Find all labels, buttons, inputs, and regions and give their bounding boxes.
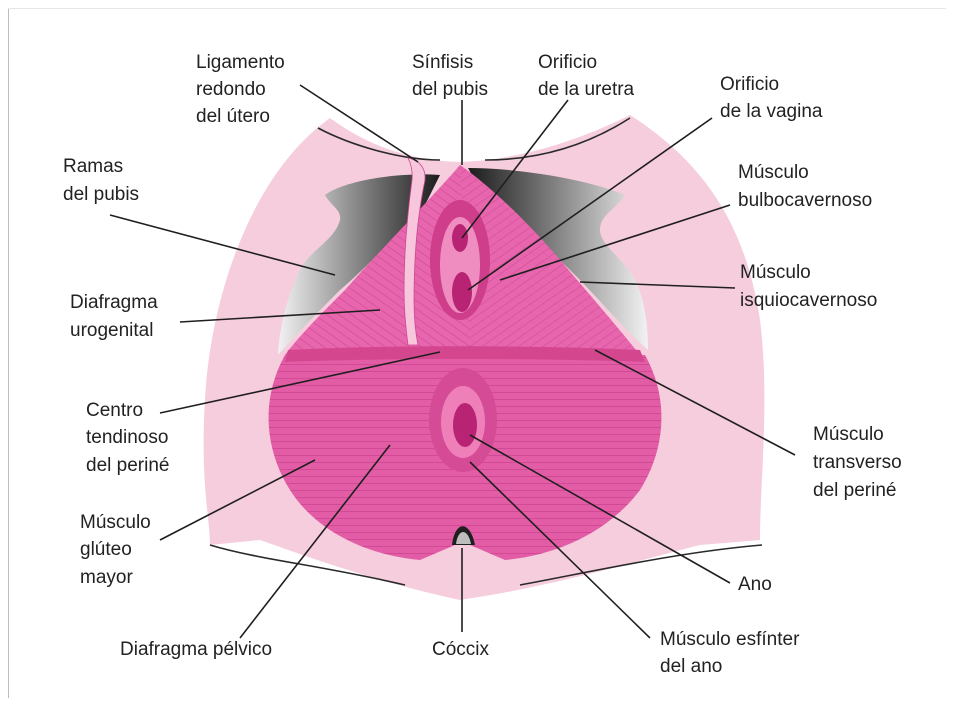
vaginal-orifice bbox=[452, 272, 472, 312]
label-coccix: Cóccix bbox=[432, 639, 490, 660]
label-diafragma-urogenital: Diafragma urogenital bbox=[70, 292, 163, 341]
label-musculo-bulbocavernoso: Músculo bulbocavernoso bbox=[738, 162, 872, 211]
label-ano: Ano bbox=[738, 574, 772, 595]
label-ligamento-redondo: Ligamento redondo del útero bbox=[196, 52, 290, 127]
label-sinfisis-pubis: Sínfisis del pubis bbox=[412, 52, 488, 100]
label-musculo-isquiocavernoso: Músculo isquiocavernoso bbox=[740, 262, 877, 311]
label-orificio-uretra: Orificio de la uretra bbox=[538, 52, 635, 100]
label-centro-tendinoso: Centro tendinoso del periné bbox=[86, 400, 174, 476]
label-diafragma-pelvico: Diafragma pélvico bbox=[120, 639, 272, 660]
label-orificio-vagina: Orificio de la vagina bbox=[720, 74, 823, 122]
anus bbox=[453, 403, 477, 447]
label-musculo-transverso: Músculo transverso del periné bbox=[813, 424, 907, 501]
label-ramas-pubis: Ramas del pubis bbox=[63, 156, 139, 205]
urethral-orifice bbox=[452, 224, 468, 252]
label-musculo-esfinter: Músculo esfínter del ano bbox=[660, 629, 805, 677]
label-musculo-gluteo: Músculo glúteo mayor bbox=[80, 512, 156, 588]
